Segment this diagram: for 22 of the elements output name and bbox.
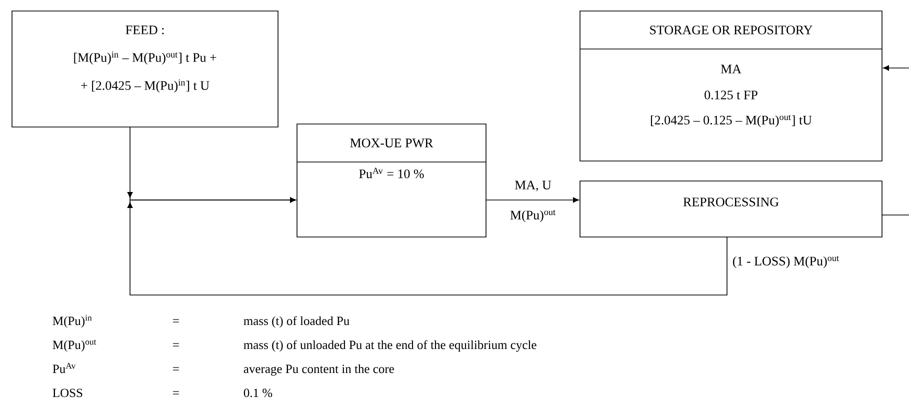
- term: LOSS: [52, 388, 82, 398]
- edge-label: MA, U: [514, 180, 552, 192]
- equals-sign: =: [173, 391, 179, 394]
- equals-sign: =: [173, 343, 179, 346]
- arrow: [127, 197, 728, 296]
- arrow: [883, 65, 909, 71]
- storage-box: STORAGE OR REPOSITORY MA 0.125 t FP [2.0425 – 0.125 – M(Pu)$^{out}$] tU: [580, 10, 882, 162]
- equals-sign: =: [173, 367, 179, 370]
- definition-text: mass (t) of unloaded Pu at the end of the equilibrium cycle: [244, 340, 536, 352]
- reactor-box: MOX-UE PWR Pu$^{Av}$ = 10 %: [296, 124, 486, 238]
- term: M(Pu)$^{out}$: [52, 340, 96, 352]
- term: M(Pu)$^{in}$: [52, 314, 92, 328]
- reprocessing-box: REPROCESSING: [580, 180, 882, 238]
- definition-text: mass (t) of loaded Pu: [244, 316, 350, 328]
- flow-label: M(Pu)$^{out}$: [510, 210, 556, 222]
- term: Pu$^{Av}$: [52, 362, 76, 374]
- equals-sign: =: [173, 319, 179, 322]
- feed-box: FEED : [M(Pu)$^{in}$ – M(Pu)$^{out}$] t Pu + + [2.0425 – M(Pu)$^{in}$] t U: [12, 10, 278, 128]
- edge-label: (1 - LOSS) M(Pu)$^{out}$: [732, 256, 839, 268]
- arrow: [486, 197, 579, 203]
- definition-text: average Pu content in the core: [244, 364, 394, 376]
- definition-text: 0.1 %: [244, 388, 272, 398]
